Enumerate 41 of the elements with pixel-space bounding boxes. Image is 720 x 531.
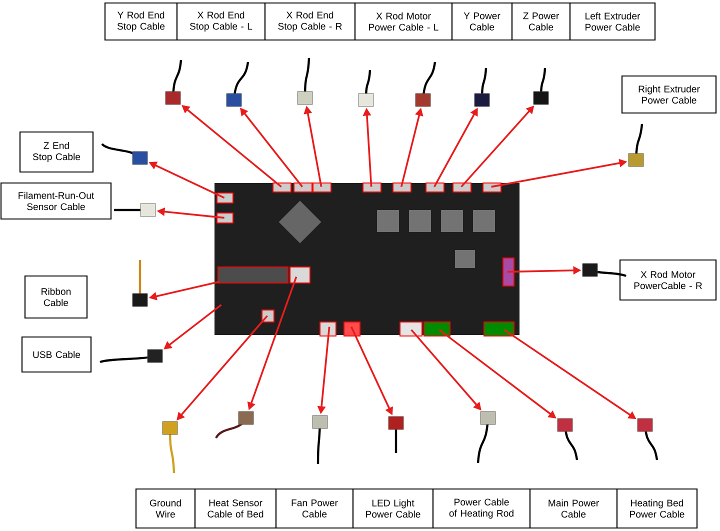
cable-drawing [582,263,626,278]
label-box: Ribbon Cable [24,275,88,319]
label-box: Power Cable of Heating Rod [432,488,531,529]
label-box: Heat Sensor Cable of Bed [194,488,277,529]
label-box: Left Extruder Power Cable [569,2,656,41]
cable-drawing [312,415,328,464]
label-box: LED Light Power Cable [352,488,434,529]
label-box: X Rod End Stop Cable - R [264,2,356,41]
label-box: Main Power Cable [529,488,618,529]
label-box: Y Rod End Stop Cable [104,2,178,41]
label-box: Fan Power Cable [275,488,354,529]
cable-drawing [628,124,644,167]
cable-drawing [415,62,436,107]
cable-drawing [101,143,148,165]
cable-drawing [637,418,658,460]
label-box: X Rod Motor PowerCable - R [619,259,717,301]
cable-drawing [165,60,182,105]
cable-drawing [114,203,156,217]
label-box: X Rod End Stop Cable - L [176,2,266,41]
label-box: Right Extruder Power Cable [621,75,717,114]
cable-drawing [297,58,313,105]
cable-drawing [100,349,163,364]
label-box: USB Cable [21,336,92,373]
label-box: Z End Stop Cable [19,131,94,173]
cable-drawing [557,418,578,460]
cable-drawing [388,416,404,453]
cable-drawing [474,68,490,107]
cable-drawing [132,260,148,307]
cable-drawing [358,70,374,107]
label-box: Filament-Run-Out Sensor Cable [0,182,112,220]
label-box: X Rod Motor Power Cable - L [354,2,453,41]
label-box: Y Power Cable [451,2,513,41]
circuit-board-drawing [214,182,520,336]
label-box: Ground Wire [135,488,196,529]
label-box: Heating Bed Power Cable [616,488,698,529]
label-box: Z Power Cable [511,2,571,41]
cable-drawing [162,421,178,474]
cable-drawing [226,62,250,107]
cable-drawing [215,411,254,439]
cable-drawing [476,411,496,464]
cable-drawing [533,68,549,105]
